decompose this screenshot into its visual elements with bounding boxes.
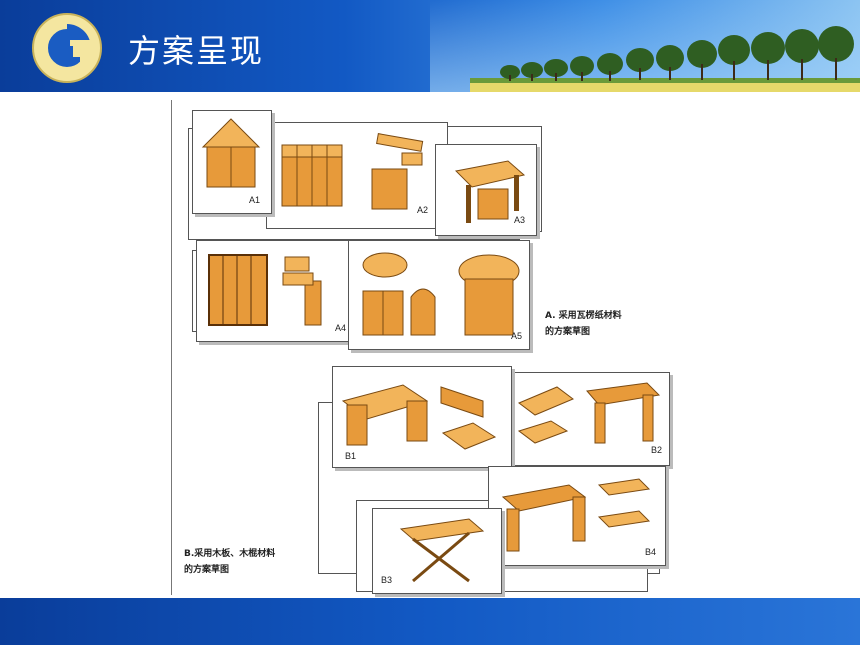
sheet-b1: B1 <box>332 366 512 468</box>
table-b1-icon <box>341 384 497 450</box>
sheet-a5: A5 <box>348 240 530 350</box>
sheet-b3: B3 <box>372 508 502 594</box>
tree-line-icon <box>470 26 860 92</box>
design-sketches-figure: A2 A1 A3 A4 <box>170 100 690 595</box>
stool-a1-icon <box>201 118 261 188</box>
school-logo-icon <box>32 13 102 83</box>
stool-b3-icon <box>399 518 485 583</box>
label-a5: A5 <box>511 331 523 341</box>
sheet-a3: A3 <box>435 144 537 236</box>
stool-a3-icon <box>454 160 526 223</box>
sheet-a4: A4 <box>196 240 353 342</box>
caption-b: B.采用木板、木棍材料 的方案草图 <box>184 546 275 578</box>
sheet-a1: A1 <box>192 110 272 214</box>
header-banner: 方案呈现 <box>0 0 860 92</box>
label-b2: B2 <box>651 445 663 455</box>
sheet-b2: B2 <box>510 372 670 466</box>
label-b1: B1 <box>345 451 357 461</box>
label-a3: A3 <box>514 215 526 225</box>
table-b4-icon <box>501 478 651 552</box>
stool-a2-icon <box>281 133 424 210</box>
caption-a: A. 采用瓦楞纸材料 的方案草图 <box>545 308 622 340</box>
label-a1: A1 <box>249 195 261 205</box>
stool-a5-icon <box>362 252 520 336</box>
label-a4: A4 <box>335 323 347 333</box>
table-b2-icon <box>517 382 661 444</box>
page-title: 方案呈现 <box>128 32 265 70</box>
caption-b-line1: B.采用木板、木棍材料 <box>184 549 276 559</box>
sheet-a2: A2 <box>266 122 448 229</box>
label-a2: A2 <box>417 205 429 215</box>
footer-bar <box>0 598 860 645</box>
label-b3: B3 <box>381 575 393 585</box>
sheet-b4: B4 <box>488 466 666 566</box>
stool-a4-icon <box>208 254 322 326</box>
caption-a-line2: 的方案草图 <box>545 327 591 337</box>
figure-divider <box>171 100 172 595</box>
caption-a-line1: A. 采用瓦楞纸材料 <box>545 311 622 321</box>
caption-b-line2: 的方案草图 <box>184 565 230 575</box>
label-b4: B4 <box>645 547 657 557</box>
